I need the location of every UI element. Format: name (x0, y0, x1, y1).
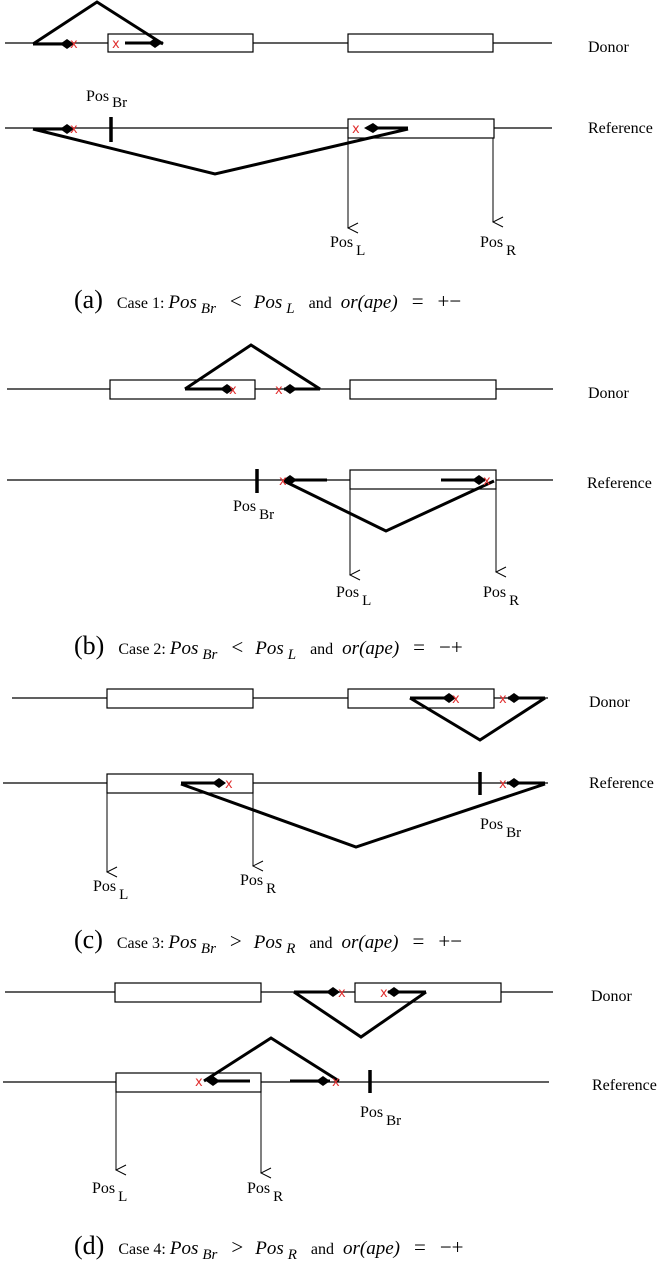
case-d-x-mark-1: x (338, 986, 346, 1001)
case-a-donor-track: x x Donor (5, 0, 630, 56)
case-b-x-mark-1: x (229, 383, 237, 398)
case-d-ref-x-mark-1: x (195, 1075, 203, 1090)
case-b-donor-box-left (109, 379, 256, 400)
case-a-donor-read-head-2 (148, 38, 162, 48)
case-b-caption: (b) Case 2: Pos Br < Pos L and or(ape) =… (74, 631, 463, 663)
case-a-x-mark-1: x (70, 37, 78, 52)
case-c-ref-x-mark-1: x (225, 777, 233, 792)
case-c-donor-box-left (106, 688, 254, 709)
case-a-ref-x-mark-1: x (70, 122, 78, 137)
case-a-donor-box-right (347, 33, 494, 53)
case-a-reference-triangle (32, 127, 409, 176)
case-b-donor-track: x x Donor (7, 343, 630, 402)
case-c-reference-triangle (180, 782, 546, 849)
case-d-x-mark-2: x (380, 986, 388, 1001)
case-b-reference-box (349, 469, 497, 490)
case-c-donor-label: Donor (589, 694, 631, 711)
case-c-ref-x-mark-2: x (499, 777, 507, 792)
case-c-caption: (c) Case 3: Pos Br > Pos R and or(ape) =… (74, 925, 462, 957)
case-b-donor-triangle (184, 343, 321, 391)
case-d-donor-box-right (354, 982, 502, 1003)
case-b-ref-x-mark-1: x (279, 474, 287, 489)
case-b-x-mark-2: x (275, 383, 283, 398)
case-c-reference-label: Reference (589, 775, 654, 792)
case-d-caption: (d) Case 4: Pos Br > Pos R and or(ape) =… (74, 1231, 464, 1263)
case-d-reference-box (115, 1072, 262, 1093)
case-d-donor-track: x x Donor (5, 982, 633, 1039)
case-c-donor-track: x x Donor (12, 688, 631, 742)
case-c-x-mark-1: x (452, 692, 460, 707)
case-a-caption: (a) Case 1: Pos Br < Pos L and or(ape) =… (74, 285, 461, 317)
case-b-donor-label: Donor (588, 385, 630, 402)
case-c-reference-box (106, 773, 254, 794)
case-a-x-mark-2: x (112, 37, 120, 52)
case-d-reference-label: Reference (592, 1077, 657, 1094)
case-b-reference-triangle (283, 479, 495, 533)
case-d-donor-label: Donor (591, 988, 633, 1005)
case-a-ref-x-mark-2: x (352, 122, 360, 137)
case-d-ref-x-mark-2: x (332, 1075, 340, 1090)
case-b-ref-x-mark-2: x (483, 474, 491, 489)
case-c-donor-triangle (409, 696, 546, 742)
case-d-donor-box-left (114, 982, 262, 1003)
case-d-reference-triangle (203, 1036, 340, 1083)
case-a-reference-label: Reference (588, 120, 653, 137)
case-b-donor-box-right (349, 379, 497, 400)
case-a-donor-read-head (60, 39, 74, 49)
case-a-donor-label: Donor (588, 39, 630, 56)
case-c-x-mark-2: x (499, 692, 507, 707)
case-a-donor-triangle (32, 0, 164, 46)
case-a-donor-box-left (107, 33, 254, 53)
case-b-reference-label: Reference (587, 475, 652, 492)
case-d-donor-triangle (293, 990, 427, 1039)
